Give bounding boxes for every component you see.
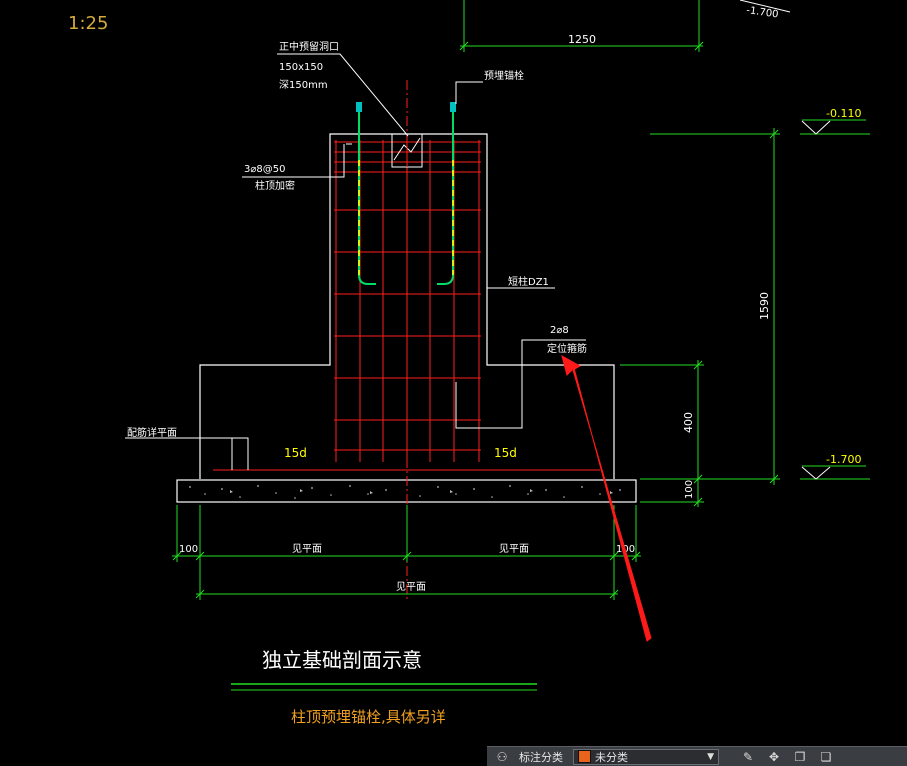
category-color-swatch (578, 750, 591, 763)
annotation-toolbar: ⚇ 标注分类 未分类 ▼ ✎ ✥ ❐ ❏ (487, 746, 907, 766)
drawing-title: 独立基础剖面示意 (262, 648, 422, 672)
stirrup-spec-label: 3⌀8@50 (244, 164, 285, 175)
anchor-bolt-label: 预埋锚栓 (484, 69, 524, 82)
move-icon[interactable]: ✥ (768, 749, 780, 764)
pos-bar-spec-label: 2⌀8 (550, 325, 569, 336)
level-marker-bottom (801, 466, 831, 480)
toolbar-label: 标注分类 (519, 750, 563, 764)
annotation-arrow (561, 354, 652, 642)
layers-icon[interactable]: ⚇ (496, 749, 508, 764)
scale-label: 1:25 (68, 13, 108, 34)
plan-ref-label: 配筋详平面 (127, 426, 177, 439)
top-level-leader (739, 0, 791, 13)
span-left-dim: 见平面 (292, 543, 322, 555)
foundation-outline (199, 133, 615, 479)
anchor-length-left: 15d (284, 446, 307, 460)
span-right-dim: 见平面 (499, 543, 529, 555)
level-marker-top (801, 120, 831, 135)
pad-hatch (189, 485, 621, 499)
hole-depth-label: 深150mm (279, 79, 328, 91)
height-pad-dim: 100 (684, 480, 695, 499)
chevron-down-icon: ▼ (707, 751, 714, 762)
top-level-text: -1.700 (746, 5, 779, 20)
hole-size-label: 150x150 (279, 62, 323, 73)
anchor-length-right: 15d (494, 446, 517, 460)
copy-icon[interactable]: ❐ (794, 749, 806, 764)
span-total-dim: 见平面 (396, 581, 426, 593)
edit-icon[interactable]: ✎ (742, 749, 754, 764)
anchor-bolt-right (437, 102, 456, 285)
category-dropdown-value: 未分类 (595, 750, 628, 764)
height-base-dim: 400 (682, 412, 695, 433)
stirrup-note-label: 柱顶加密 (255, 179, 295, 192)
leader-lines (125, 53, 586, 470)
bottom-dimensions (172, 505, 641, 600)
column-label: 短柱DZ1 (508, 275, 549, 288)
bot-left-dim: 100 (179, 544, 198, 555)
top-dim-value: 1250 (568, 33, 596, 46)
height-total-dim: 1590 (758, 292, 771, 320)
anchor-bolt-left (356, 102, 376, 285)
top-dimension (459, 0, 704, 52)
drawing-note: 柱顶预埋锚栓,具体另详 (291, 708, 446, 726)
level-top-text: -0.110 (826, 107, 861, 120)
category-dropdown[interactable]: 未分类 ▼ (573, 748, 719, 765)
right-dimensions (620, 119, 870, 507)
paste-icon[interactable]: ❏ (820, 749, 832, 764)
level-bottom-text: -1.700 (826, 453, 861, 466)
pos-bar-note-label: 定位箍筋 (547, 342, 587, 355)
hole-title-label: 正中预留洞口 (279, 40, 339, 53)
